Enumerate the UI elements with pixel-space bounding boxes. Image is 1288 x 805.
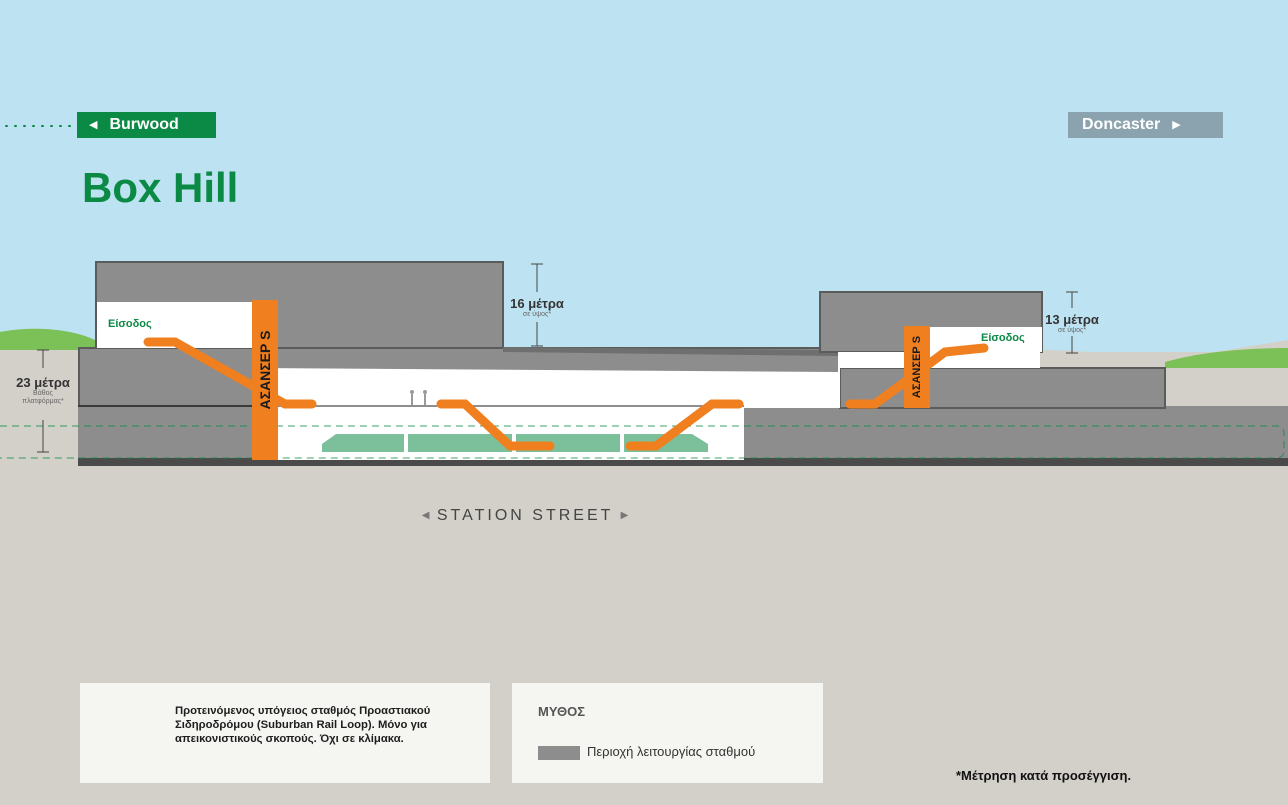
tunnel-outline — [0, 425, 1285, 459]
legend-title: ΜΥΘΟΣ — [538, 704, 586, 719]
lift-label-left: ΑΣΑΝΣΕΡ S — [257, 330, 273, 410]
street-label: ◀ STATION STREET ▶ — [370, 507, 680, 525]
entrance-label-left: Είσοδος — [108, 318, 152, 330]
previous-station-label: Burwood — [109, 116, 179, 133]
measure-value: 23 μέτρα — [16, 375, 70, 390]
escalator-platform-left — [436, 399, 555, 451]
track-base-line — [78, 458, 1288, 466]
triangle-right-icon: ▶ — [620, 510, 629, 521]
measure-note-line1: Βάθος — [33, 390, 53, 397]
entrance-label-right: Είσοδος — [981, 332, 1025, 344]
people-icon — [410, 390, 427, 405]
street-name: STATION STREET — [436, 507, 614, 524]
measure-note: σε ύψος* — [522, 311, 552, 318]
next-station-label: Doncaster — [1082, 116, 1161, 133]
escalator-left — [143, 337, 317, 409]
legend-panel: ΜΥΘΟΣ Περιοχή λειτουργίας σταθμού — [512, 683, 823, 783]
train-car-1 — [322, 434, 404, 452]
measure-value: 16 μέτρα — [510, 296, 564, 311]
measure-value: 13 μέτρα — [1045, 312, 1099, 327]
escalator-platform-right — [625, 399, 744, 451]
grass-left — [0, 328, 95, 350]
measurement-lines — [37, 263, 1078, 453]
measure-note: σε ύψος* — [1057, 327, 1087, 334]
right-building-base — [839, 367, 1166, 409]
info-panel: Προτεινόμενος υπόγειος σταθμός Προαστιακ… — [80, 683, 490, 783]
right-building-height-measure: 13 μέτρα σε ύψος* — [1036, 312, 1108, 335]
legend-swatch-station-area — [538, 746, 580, 760]
triangle-left-icon: ◀ — [421, 510, 430, 521]
grass-right — [1165, 348, 1288, 368]
measure-note-line2: πλατφόρμας* — [22, 398, 64, 405]
train-car-2 — [408, 434, 512, 452]
left-building-height-measure: 16 μέτρα σε ύψος* — [497, 296, 577, 319]
platform-depth-measure: 23 μέτρα Βάθος πλατφόρμας* — [4, 375, 82, 406]
next-station-button[interactable]: Doncaster ▶ — [1068, 112, 1223, 138]
station-title: Box Hill — [82, 164, 239, 211]
train — [322, 434, 708, 452]
lift-label-right: ΑΣΑΝΣΕΡ S — [911, 335, 923, 399]
chevron-left-icon: ◀ — [89, 119, 98, 131]
footnote: *Μέτρηση κατά προσέγγιση. — [956, 768, 1132, 783]
info-panel-text: Προτεινόμενος υπόγειος σταθμός Προαστιακ… — [175, 705, 431, 745]
legend-label-station-area: Περιοχή λειτουργίας σταθμού — [587, 744, 756, 759]
lift-shaft-right — [904, 326, 930, 408]
chevron-right-icon: ▶ — [1172, 119, 1181, 131]
previous-station-button[interactable]: ◀ Burwood — [77, 112, 216, 138]
left-building-roof-connector — [503, 347, 838, 356]
lift-shaft-left — [252, 300, 278, 460]
ground-right-slope — [1040, 350, 1165, 370]
